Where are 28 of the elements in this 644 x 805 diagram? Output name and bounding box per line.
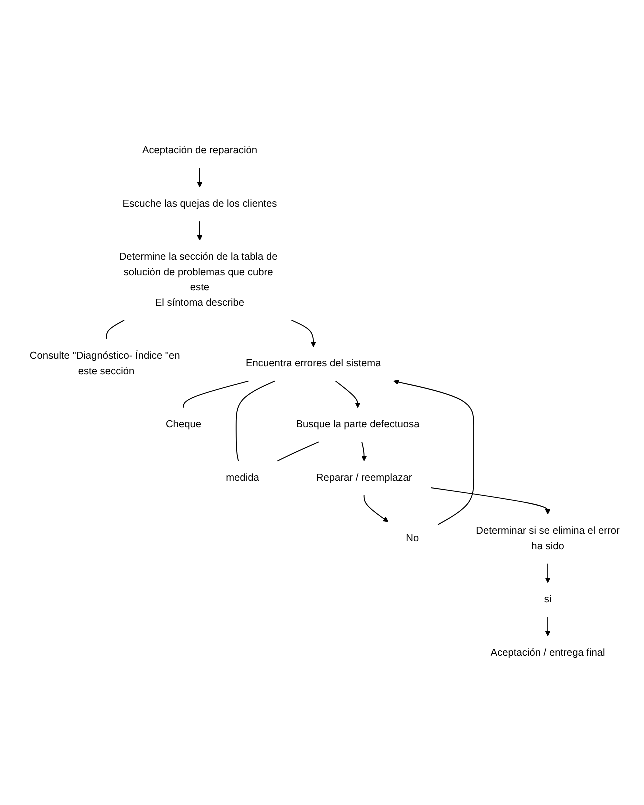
node-text: Escuche las quejas de los clientes [122,199,278,210]
arrow [291,320,316,348]
node-text: Cheque [166,420,202,430]
node-text: Busque la parte defectuosa [296,420,420,430]
connector [277,442,320,462]
arrow [545,564,551,584]
node-text: No [406,534,420,544]
arrow [430,488,551,515]
node-text: Aceptación / entrega final [490,648,606,659]
node-text: Determinar si se elimina el error ha sido [476,526,620,552]
node-text: Reparar / reemplazar [316,472,412,484]
connector [106,320,125,340]
node-text: Aceptación de reparación [142,146,258,157]
arrow [545,616,551,637]
arrow [197,168,203,188]
flowchart: Aceptación de reparación Escuche las quejas de los clientes Determine la sección de la tabla de solución de problemas que cubre este El síntoma describe Consulte "Diagnóstico- Índice "en este sección Encuentra errores del sistema Cheque Busque la parte defectuosa medida Reparar / reemplazar No Determinar si se elimina el error ha sido si Aceptación / entrega final [0,129,644,676]
connector [236,381,276,462]
arrow [335,381,361,408]
node-text: Encuentra errores del sistema [246,358,382,370]
node-text: medida [226,472,260,484]
arrow [394,380,474,526]
arrow [362,442,368,462]
arrow [197,221,203,242]
arrow [364,495,389,523]
node-text: Determine la sección de la tabla de solución de problemas que cubre este El síntoma describe [119,252,278,309]
connector [183,381,250,409]
node-text: Consulte "Diagnóstico- Índice "en este sección [30,351,180,378]
node-text: si [544,594,552,606]
